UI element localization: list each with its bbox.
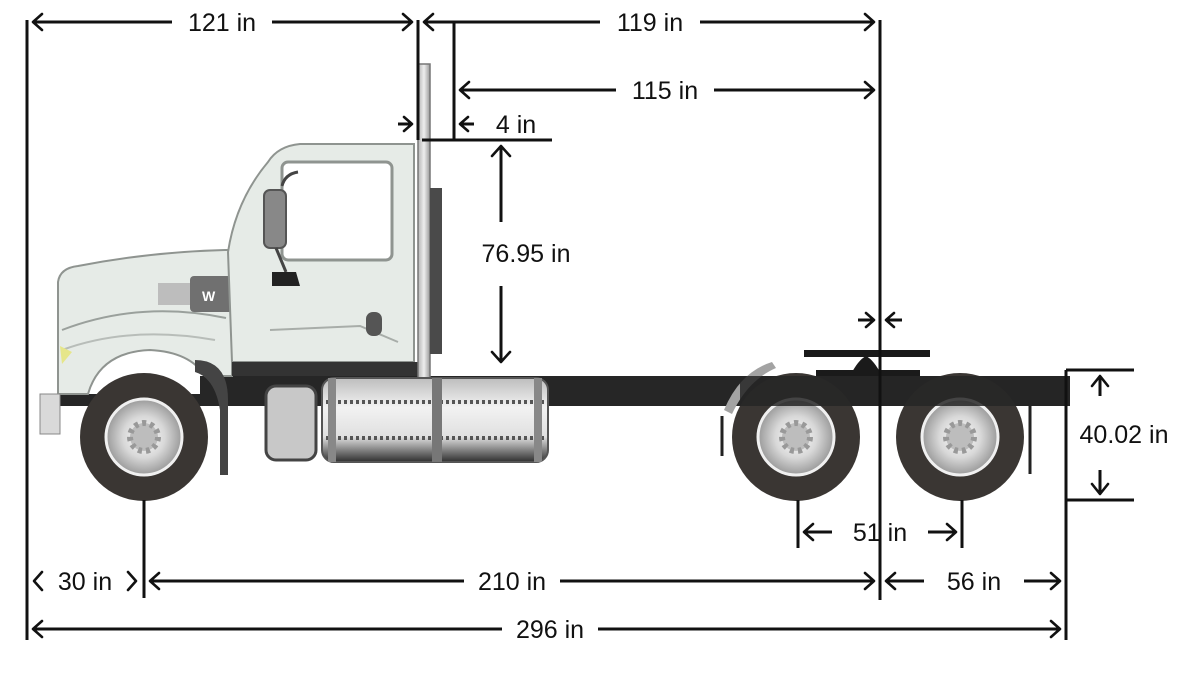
dim-121 [31, 12, 414, 32]
svg-text:W: W [202, 288, 216, 304]
dim-296 [31, 619, 1062, 639]
front-fender [195, 360, 228, 475]
dimension-lines [25, 12, 1134, 640]
mirror-step [272, 272, 300, 286]
label-51: 51 in [853, 519, 907, 547]
label-115: 115 in [632, 77, 698, 105]
dim-30 [32, 570, 138, 592]
dimension-labels: 121 in 119 in 115 in 4 in 76.95 in 40.02… [58, 9, 1169, 644]
fuel-tank [321, 377, 549, 463]
hood-emblem [190, 276, 240, 312]
front-wheel [80, 373, 208, 501]
dim-40-02 [1090, 374, 1110, 496]
dim-115 [458, 80, 876, 100]
headlight [60, 346, 72, 364]
battery-box [264, 384, 318, 462]
exhaust-stack [417, 63, 431, 381]
dim-119 [422, 12, 876, 32]
label-210: 210 in [478, 568, 546, 596]
dim-4 [398, 115, 474, 133]
dim-56 [884, 571, 1062, 591]
dim-76-95 [490, 144, 512, 364]
label-119: 119 in [617, 9, 683, 37]
door-handle [366, 312, 382, 336]
dim-210 [148, 571, 876, 591]
label-56: 56 in [947, 568, 1001, 596]
truck-illustration: W [39, 63, 1070, 501]
fifth-wheel [804, 350, 930, 376]
dim-fifth-wheel-offset [858, 311, 902, 329]
label-30: 30 in [58, 568, 112, 596]
label-40-02: 40.02 in [1080, 421, 1169, 449]
front-bumper [39, 393, 61, 435]
rear-mudflap-bracket [724, 362, 776, 414]
stack-heat-shield [430, 188, 442, 354]
label-296: 296 in [516, 616, 584, 644]
hood-vent [158, 283, 192, 305]
side-mirror [263, 189, 287, 249]
dim-51 [802, 522, 958, 542]
label-76-95: 76.95 in [482, 240, 571, 268]
label-121: 121 in [188, 9, 256, 37]
cab-window [280, 160, 394, 262]
label-4: 4 in [496, 111, 536, 139]
